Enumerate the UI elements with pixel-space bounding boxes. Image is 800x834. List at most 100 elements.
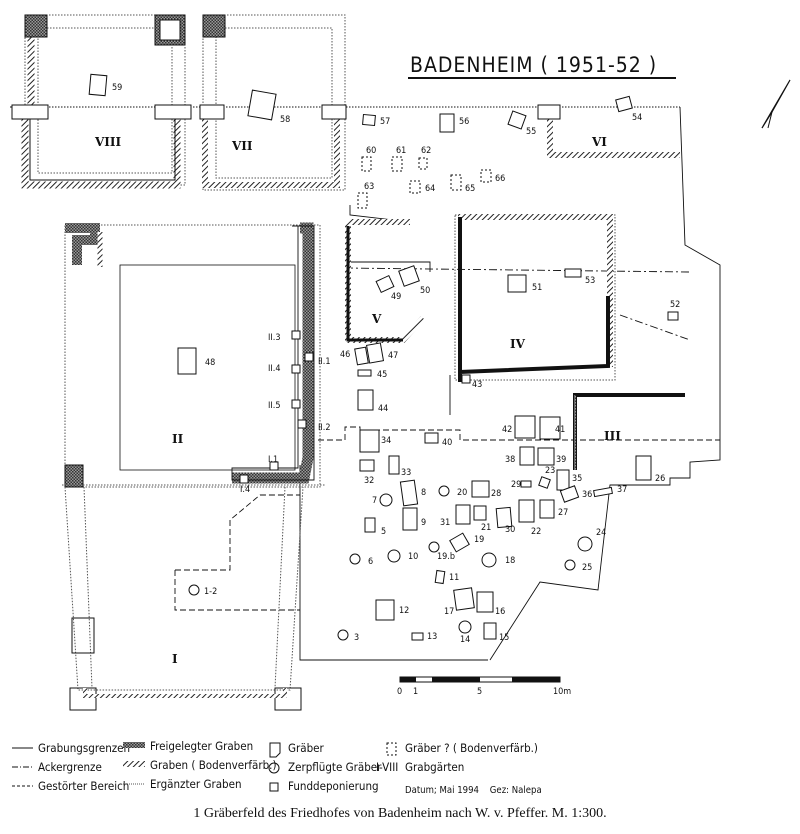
grave-33[interactable]: 33 — [388, 455, 411, 478]
grave-31[interactable]: 31 — [440, 504, 471, 528]
grave-1-2[interactable]: 1-2 — [188, 584, 217, 597]
legend-ergaenzter-graben: Ergänzter Graben — [150, 777, 242, 791]
deposit-grave-icon — [520, 480, 532, 488]
grave-36[interactable]: 36 — [559, 485, 592, 503]
grave-23[interactable]: 23 — [538, 466, 556, 489]
legend-zerpfluegte-graeber: Zerpflügte Gräber — [288, 760, 382, 774]
grave-number: 24 — [596, 528, 606, 538]
grave-52[interactable]: 52 — [667, 300, 680, 321]
grave-6[interactable]: 6 — [349, 553, 373, 567]
deposit-grave-icon — [357, 369, 372, 377]
grave-number: 22 — [531, 527, 541, 537]
grave-20[interactable]: 20 — [438, 485, 467, 498]
grave-58[interactable]: 58 — [247, 89, 290, 125]
grave-47[interactable]: 47 — [365, 342, 399, 364]
grave-grave-icon — [365, 342, 385, 364]
grave-10[interactable]: 10 — [387, 549, 418, 563]
grave-29[interactable]: 29 — [511, 480, 532, 490]
grave-44[interactable]: 44 — [357, 389, 388, 414]
grave-26[interactable]: 26 — [635, 455, 665, 484]
grave-63[interactable]: 63 — [357, 182, 374, 209]
grave-64[interactable]: 64 — [409, 180, 435, 194]
grave-43[interactable]: 43 — [461, 374, 482, 390]
grave-grave-icon — [473, 505, 487, 521]
grave-42[interactable]: 42 — [502, 415, 536, 439]
grave-16[interactable]: 16 — [476, 591, 505, 617]
grave-40[interactable]: 40 — [424, 432, 452, 448]
grave-50[interactable]: 50 — [398, 265, 431, 296]
deposit-grave-icon — [667, 311, 679, 321]
grave-3[interactable]: 3 — [337, 629, 359, 643]
grave-number: 33 — [401, 468, 411, 478]
grave-54[interactable]: 54 — [615, 95, 643, 123]
grave-number: 64 — [425, 184, 435, 194]
grave-49[interactable]: 49 — [375, 274, 401, 302]
grave-41[interactable]: 41 — [539, 416, 565, 440]
garden-label-iii: III — [604, 429, 621, 443]
grave-grave-icon — [507, 274, 527, 293]
grave-39[interactable]: 39 — [537, 447, 566, 466]
grave-18[interactable]: 18 — [481, 552, 515, 568]
grave-60[interactable]: 60 — [361, 146, 376, 172]
grave-9[interactable]: 9 — [402, 507, 426, 531]
grave-17[interactable]: 17 — [444, 587, 475, 617]
grave-65[interactable]: 65 — [450, 174, 475, 194]
grave-number: 15 — [499, 633, 509, 643]
grave-number: 19.b — [437, 552, 455, 562]
grave-22[interactable]: 22 — [518, 499, 541, 537]
grave-11[interactable]: 11 — [434, 569, 459, 585]
grave-7[interactable]: 7 — [372, 493, 393, 507]
grave-30[interactable]: 30 — [495, 506, 515, 535]
plowed-grave-icon — [337, 629, 349, 641]
feature-marker — [269, 461, 279, 471]
grave-59[interactable]: 59 — [88, 73, 122, 97]
plowed-grave-icon — [428, 541, 440, 553]
garden-label-vi: VI — [591, 135, 607, 149]
scale-tick-10: 10m — [553, 687, 571, 697]
grave-21[interactable]: 21 — [473, 505, 491, 533]
plowed-grave-symbol-icon — [268, 762, 280, 774]
grave-27[interactable]: 27 — [539, 499, 568, 519]
grave-53[interactable]: 53 — [564, 268, 595, 286]
grave-number: 34 — [381, 436, 391, 446]
grave-32[interactable]: 32 — [359, 459, 375, 486]
grave-56[interactable]: 56 — [439, 113, 469, 133]
grave-12[interactable]: 12 — [375, 599, 409, 621]
grave-25[interactable]: 25 — [564, 559, 592, 573]
grave-62[interactable]: 62 — [418, 146, 431, 170]
grave-34[interactable]: 34 — [359, 429, 391, 453]
grave-37[interactable]: 37 — [593, 485, 628, 498]
grave-13[interactable]: 13 — [411, 632, 437, 642]
grave-38[interactable]: 38 — [505, 446, 535, 466]
grave-57[interactable]: 57 — [362, 113, 391, 127]
grave-51[interactable]: 51 — [507, 274, 542, 293]
grave-8[interactable]: 8 — [399, 479, 426, 507]
plowed-grave-icon — [481, 552, 497, 568]
grave-19.b[interactable]: 19.b — [428, 541, 455, 562]
grave-number: 62 — [421, 146, 431, 156]
grave-number: 6 — [368, 557, 373, 567]
garden-label-iv: IV — [510, 337, 526, 351]
grave-grave-icon — [364, 517, 376, 533]
feature-label: II.3 — [268, 333, 281, 343]
grave-24[interactable]: 24 — [577, 528, 606, 552]
grave-15[interactable]: 15 — [483, 622, 509, 643]
grave-19[interactable]: 19 — [449, 532, 485, 553]
grave-number: 42 — [502, 425, 512, 435]
grave-48[interactable]: 48 — [177, 347, 215, 375]
grave-14[interactable]: 14 — [458, 620, 472, 645]
grave-35[interactable]: 35 — [556, 469, 582, 491]
grave-61[interactable]: 61 — [391, 146, 406, 172]
grave-grave-icon — [455, 504, 471, 525]
grave-grave-icon — [449, 532, 470, 553]
grave-5[interactable]: 5 — [364, 517, 386, 537]
grave-55[interactable]: 55 — [507, 110, 536, 137]
grave-28[interactable]: 28 — [471, 480, 501, 499]
grave-grave-icon — [538, 476, 551, 489]
grave-66[interactable]: 66 — [480, 169, 505, 184]
plan-title: BADENHEIM ( 1951-52 ) — [410, 53, 657, 77]
grave-46[interactable]: 46 — [340, 346, 369, 366]
grave-number: 55 — [526, 127, 536, 137]
grave-number: 43 — [472, 380, 482, 390]
grave-45[interactable]: 45 — [357, 369, 387, 380]
